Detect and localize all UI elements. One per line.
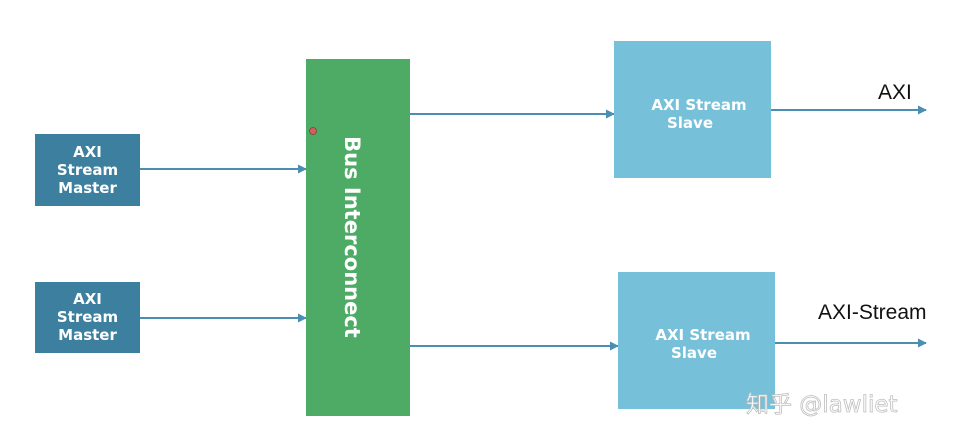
slave-block-1-line2: Slave — [667, 114, 713, 132]
slave-block-1: AXI Stream Slave — [614, 41, 771, 178]
master-block-2-box — [35, 282, 140, 353]
watermark-text: 知乎 @lawliet — [746, 392, 898, 418]
slave-block-1-line1: AXI Stream — [651, 96, 746, 114]
slave-block-1-box — [614, 41, 771, 178]
master-block-1-line1: AXI — [73, 143, 102, 161]
master-block-2-line1: AXI — [73, 290, 102, 308]
interconnect-box — [306, 59, 410, 416]
slave-block-2-line2: Slave — [671, 344, 717, 362]
interconnect-block: Bus Interconnect — [306, 59, 410, 416]
master-block-1-line3: Master — [58, 179, 117, 197]
master-block-1-line2: Stream — [57, 161, 118, 179]
master-block-2-line2: Stream — [57, 308, 118, 326]
master-block-2: AXI Stream Master — [35, 282, 140, 353]
connectors — [140, 105, 927, 351]
slave-block-2-box — [618, 272, 775, 409]
interconnect-label: Bus Interconnect — [340, 136, 364, 338]
master-block-2-line3: Master — [58, 326, 117, 344]
output-label-axi: AXI — [878, 81, 912, 104]
output-label-axi-stream: AXI-Stream — [818, 301, 927, 324]
slave-block-2: AXI Stream Slave — [618, 272, 775, 409]
marker-dot — [309, 127, 317, 135]
master-block-1: AXI Stream Master — [35, 134, 140, 206]
master-block-1-box — [35, 134, 140, 206]
slave-block-2-line1: AXI Stream — [655, 326, 750, 344]
